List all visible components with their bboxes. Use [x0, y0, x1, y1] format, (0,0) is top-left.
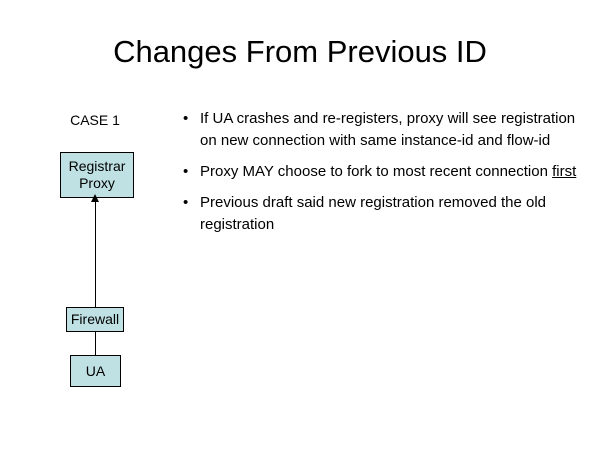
bullet-marker-icon: •: [183, 163, 189, 180]
bullet-text-pre: Previous draft said new registration rem…: [200, 194, 547, 233]
list-item: • Proxy MAY choose to fork to most recen…: [178, 161, 578, 183]
diagram-node-registrar-proxy[interactable]: Registrar Proxy: [60, 152, 134, 198]
node-label-line1: UA: [85, 362, 106, 379]
page-title: Changes From Previous ID: [113, 34, 487, 69]
diagram-node-firewall[interactable]: Firewall: [66, 307, 124, 332]
bullet-text-pre: Proxy MAY choose to fork to most recent …: [200, 163, 553, 180]
bullet-text: Proxy MAY choose to fork to most recent …: [200, 161, 578, 183]
diagram-node-ua[interactable]: UA: [70, 355, 121, 387]
bullet-marker-icon: •: [183, 110, 189, 127]
bullet-text: If UA crashes and re-registers, proxy wi…: [200, 108, 578, 152]
bullet-text: Previous draft said new registration rem…: [200, 192, 578, 236]
node-label-line2: Proxy: [79, 175, 115, 191]
bullet-text-underlined: first: [552, 163, 577, 180]
node-label-line1: Firewall: [70, 311, 120, 327]
connector-firewall-to-registrar: [95, 200, 96, 307]
list-item: • Previous draft said new registration r…: [178, 192, 578, 236]
list-item: • If UA crashes and re-registers, proxy …: [178, 108, 578, 152]
bullet-marker-icon: •: [183, 194, 189, 211]
node-label-line1: Registrar: [68, 158, 126, 174]
bullet-text-pre: If UA crashes and re-registers, proxy wi…: [200, 110, 576, 149]
case-1-diagram: CASE 1 Registrar Proxy Firewall UA: [0, 0, 175, 450]
case-label: CASE 1: [70, 112, 120, 128]
bullet-list: • If UA crashes and re-registers, proxy …: [178, 108, 578, 245]
arrow-up-icon: [91, 194, 99, 202]
connector-ua-to-firewall: [95, 332, 96, 355]
